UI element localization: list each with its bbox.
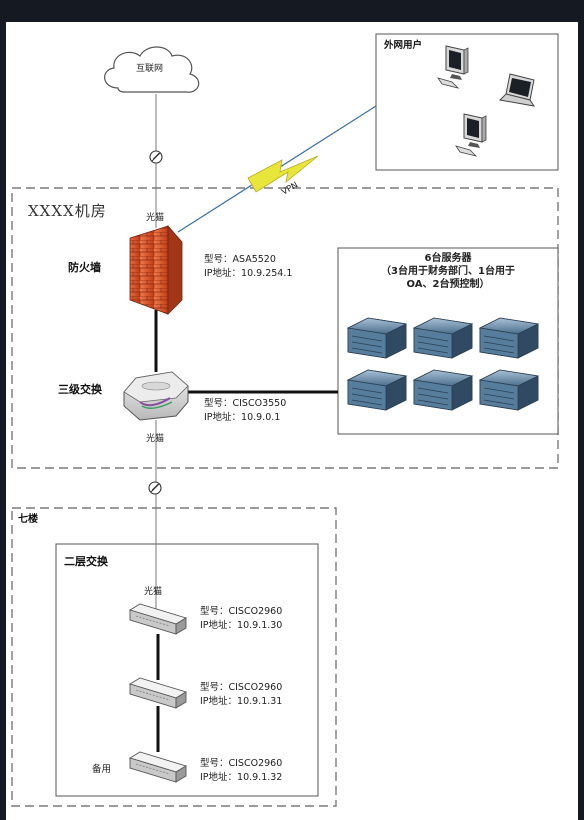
firewall-ip: IP地址：10.9.254.1 bbox=[204, 268, 292, 279]
router-icon bbox=[124, 372, 188, 420]
connector-icon bbox=[149, 482, 161, 494]
l2-switch-1-model: 型号：CISCO2960 bbox=[200, 606, 282, 617]
backup-label: 备用 bbox=[92, 764, 111, 775]
servers-title: 6台服务器 （3台用于财务部门、1台用于 OA、2台预控制） bbox=[338, 252, 558, 291]
l2-switch-1-ip: IP地址：10.9.1.30 bbox=[200, 620, 282, 631]
l3switch-model: 型号：CISCO3550 bbox=[204, 398, 286, 409]
l3switch-name: 三级交换 bbox=[58, 384, 102, 395]
server-icon bbox=[480, 370, 538, 410]
connector-icon bbox=[150, 151, 162, 163]
l2-switch-3-ip: IP地址：10.9.1.32 bbox=[200, 772, 282, 783]
l2-switch-2-ip: IP地址：10.9.1.31 bbox=[200, 696, 282, 707]
firewall-icon bbox=[130, 226, 182, 314]
room-label: XXXX机房 bbox=[28, 200, 107, 221]
firewall-model: 型号：ASA5520 bbox=[204, 254, 276, 265]
server-icon bbox=[480, 318, 538, 358]
server-icon bbox=[414, 370, 472, 410]
internet-label: 互联网 bbox=[136, 64, 163, 75]
floor-label: 七楼 bbox=[18, 514, 38, 525]
external-users-label: 外网用户 bbox=[384, 40, 422, 51]
l3switch-ip: IP地址：10.9.0.1 bbox=[204, 412, 280, 423]
servers-title-line2: （3台用于财务部门、1台用于 bbox=[338, 265, 558, 278]
firewall-name: 防火墙 bbox=[68, 262, 101, 273]
l2-switch-2-model: 型号：CISCO2960 bbox=[200, 682, 282, 693]
fiber-label-top: 光猫 bbox=[146, 213, 164, 224]
fiber-label-mid: 光猫 bbox=[146, 434, 164, 445]
l2-switch-3-model: 型号：CISCO2960 bbox=[200, 758, 282, 769]
server-icon bbox=[348, 318, 406, 358]
l2-title: 二层交换 bbox=[64, 556, 108, 567]
servers-title-line3: OA、2台预控制） bbox=[338, 278, 558, 291]
server-icon bbox=[414, 318, 472, 358]
fiber-label-bottom: 光猫 bbox=[144, 587, 162, 598]
server-icon bbox=[348, 370, 406, 410]
servers-title-line1: 6台服务器 bbox=[338, 252, 558, 265]
